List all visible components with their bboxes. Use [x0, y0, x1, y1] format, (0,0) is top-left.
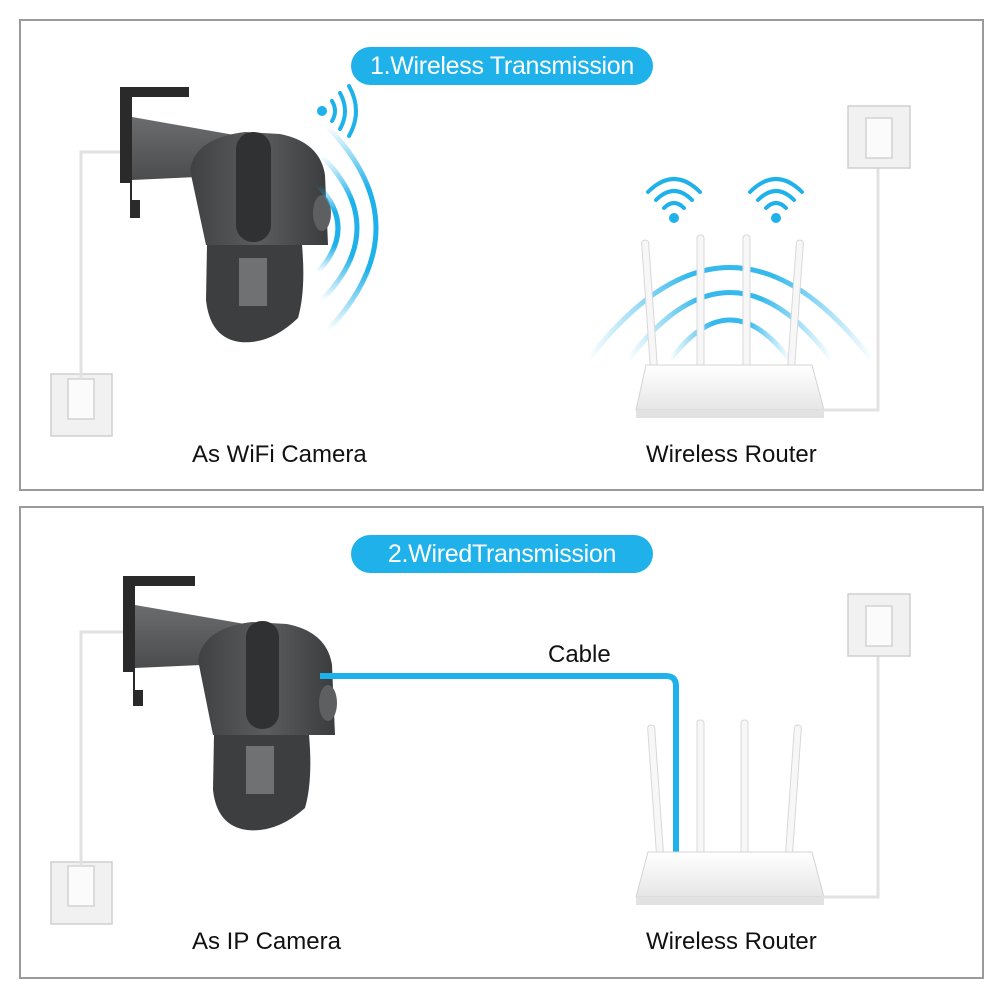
camera-signal-waves [316, 125, 379, 332]
wall-socket-right-2 [847, 593, 911, 657]
power-cord-left-1 [79, 150, 128, 379]
wifi-icon-router-left [646, 177, 702, 223]
wireless-router-1 [635, 234, 825, 418]
wifi-signal-icon-camera [317, 84, 358, 138]
router-signal-waves [586, 265, 874, 362]
wireless-transmission-title: 1.Wireless Transmission [351, 47, 653, 85]
wifi-icon-router-right [748, 177, 804, 223]
wall-socket-left-2 [50, 861, 113, 925]
cable-label: Cable [548, 641, 611, 668]
wired-transmission-title: 2.WiredTransmission [351, 535, 653, 573]
wireless-router-2 [635, 719, 825, 905]
wifi-camera-caption: As WiFi Camera [192, 441, 367, 468]
ptz-camera-2 [123, 576, 337, 831]
ptz-camera-1 [120, 87, 331, 343]
wall-socket-left-1 [50, 373, 113, 437]
wall-socket-right-1 [847, 105, 911, 169]
power-cord-right-1 [820, 160, 880, 412]
wireless-router-caption-2: Wireless Router [646, 928, 817, 955]
power-cord-left-2 [79, 630, 128, 866]
network-cable [320, 673, 679, 858]
ip-camera-caption: As IP Camera [192, 928, 341, 955]
power-cord-right-2 [820, 648, 880, 899]
wireless-router-caption-1: Wireless Router [646, 441, 817, 468]
